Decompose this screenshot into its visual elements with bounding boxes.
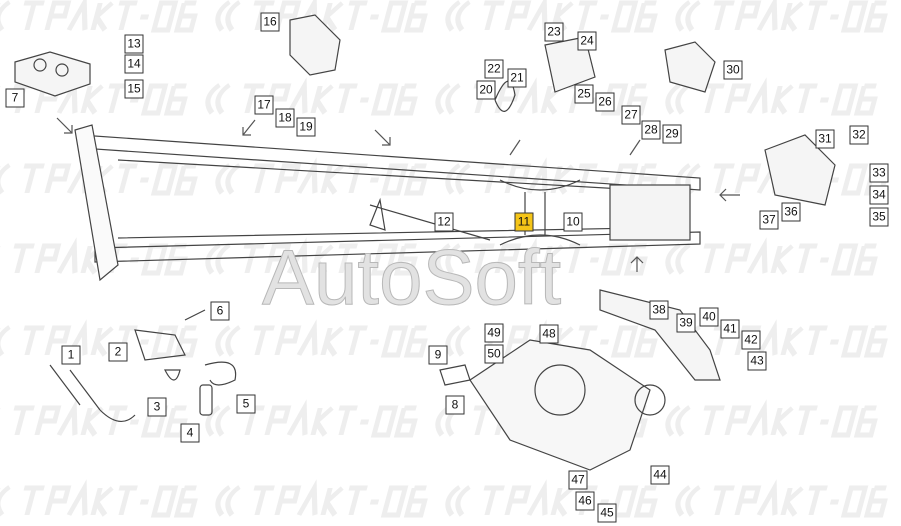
part-label-28[interactable]: 28 bbox=[641, 120, 661, 140]
part-label-21[interactable]: 21 bbox=[507, 68, 527, 88]
part-label-8[interactable]: 8 bbox=[445, 395, 465, 415]
part-label-34[interactable]: 34 bbox=[869, 185, 889, 205]
watermark-logo bbox=[665, 399, 878, 438]
part-label-5[interactable]: 5 bbox=[236, 394, 256, 414]
part-label-6[interactable]: 6 bbox=[210, 301, 230, 321]
part-label-17[interactable]: 17 bbox=[254, 95, 274, 115]
part-label-10[interactable]: 10 bbox=[563, 212, 583, 232]
part-label-7[interactable]: 7 bbox=[5, 88, 25, 108]
watermark-logo bbox=[675, 0, 888, 33]
watermark-logo bbox=[205, 77, 418, 116]
part-label-3[interactable]: 3 bbox=[147, 397, 167, 417]
part-label-15[interactable]: 15 bbox=[124, 79, 144, 99]
watermark-logo bbox=[0, 319, 198, 358]
part-label-38[interactable]: 38 bbox=[649, 300, 669, 320]
part-label-33[interactable]: 33 bbox=[869, 163, 889, 183]
part-label-22[interactable]: 22 bbox=[484, 59, 504, 79]
part-label-50[interactable]: 50 bbox=[484, 344, 504, 364]
chassis-frame bbox=[74, 124, 701, 282]
watermark-logo bbox=[0, 0, 198, 33]
watermark-logo bbox=[435, 237, 648, 276]
part-label-39[interactable]: 39 bbox=[676, 313, 696, 333]
part-label-42[interactable]: 42 bbox=[741, 330, 761, 350]
part-label-46[interactable]: 46 bbox=[575, 491, 595, 511]
watermark-logo bbox=[215, 319, 428, 358]
part-label-18[interactable]: 18 bbox=[275, 108, 295, 128]
part-label-48[interactable]: 48 bbox=[539, 324, 559, 344]
watermark-logo bbox=[0, 479, 198, 518]
arrows bbox=[56, 117, 740, 272]
part-label-32[interactable]: 32 bbox=[849, 125, 869, 145]
watermark-logo bbox=[215, 157, 428, 196]
autosoft-overlay-text: AutoSoft bbox=[261, 233, 562, 321]
part-label-47[interactable]: 47 bbox=[568, 470, 588, 490]
part-label-4[interactable]: 4 bbox=[180, 423, 200, 443]
part-label-13[interactable]: 13 bbox=[124, 34, 144, 54]
watermark-logo bbox=[675, 479, 888, 518]
part-label-9[interactable]: 9 bbox=[428, 345, 448, 365]
part-label-16[interactable]: 16 bbox=[260, 12, 280, 32]
watermark-logo bbox=[215, 479, 428, 518]
part-label-2[interactable]: 2 bbox=[108, 342, 128, 362]
part-label-29[interactable]: 29 bbox=[662, 124, 682, 144]
part-label-43[interactable]: 43 bbox=[747, 351, 767, 371]
part-label-35[interactable]: 35 bbox=[869, 207, 889, 227]
part-label-27[interactable]: 27 bbox=[621, 105, 641, 125]
part-label-37[interactable]: 37 bbox=[759, 210, 779, 230]
part-label-44[interactable]: 44 bbox=[650, 465, 670, 485]
part-label-26[interactable]: 26 bbox=[595, 92, 615, 112]
part-label-11[interactable]: 11 bbox=[514, 212, 534, 232]
part-label-49[interactable]: 49 bbox=[484, 323, 504, 343]
part-label-31[interactable]: 31 bbox=[815, 129, 835, 149]
watermark-logo bbox=[665, 237, 878, 276]
part-label-41[interactable]: 41 bbox=[720, 319, 740, 339]
part-label-24[interactable]: 24 bbox=[577, 31, 597, 51]
part-label-12[interactable]: 12 bbox=[434, 212, 454, 232]
part-label-19[interactable]: 19 bbox=[296, 117, 316, 137]
part-label-20[interactable]: 20 bbox=[476, 80, 496, 100]
part-label-25[interactable]: 25 bbox=[574, 84, 594, 104]
watermark-logo bbox=[665, 77, 878, 116]
part-label-14[interactable]: 14 bbox=[124, 54, 144, 74]
part-label-1[interactable]: 1 bbox=[61, 345, 81, 365]
watermark-logo bbox=[205, 399, 418, 438]
part-label-45[interactable]: 45 bbox=[597, 503, 617, 523]
parts-drawings bbox=[14, 14, 836, 471]
part-label-40[interactable]: 40 bbox=[699, 307, 719, 327]
part-label-36[interactable]: 36 bbox=[781, 202, 801, 222]
part-label-23[interactable]: 23 bbox=[544, 22, 564, 42]
part-label-30[interactable]: 30 bbox=[723, 60, 743, 80]
